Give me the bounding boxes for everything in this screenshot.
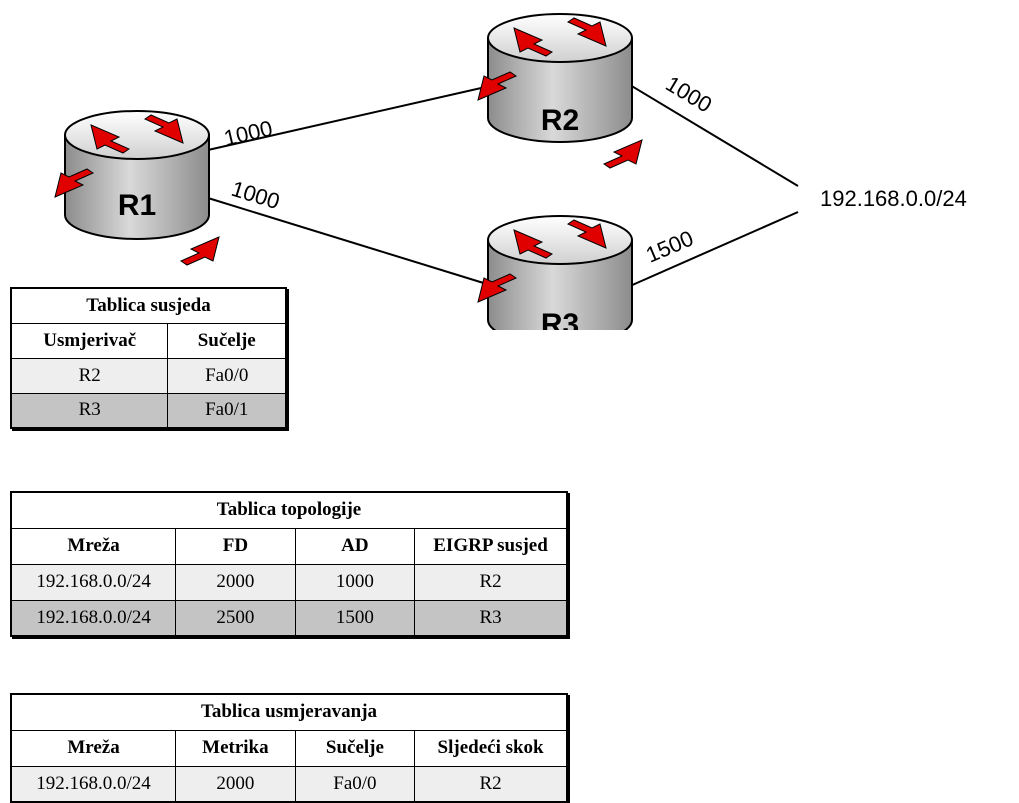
table-row: 192.168.0.0/24 2500 1500 R3 <box>10 599 568 637</box>
topology-cell: 1500 <box>294 599 416 637</box>
link-r3-network <box>629 211 799 287</box>
neighbor-table-title: Tablica susjeda <box>10 287 287 324</box>
router-r3: R3 <box>477 215 643 330</box>
network-diagram: R1 R2 R3 1000 1000 1000 1500 192.168.0.0… <box>54 13 967 330</box>
link-r1-r3 <box>207 197 491 286</box>
link-cost-r1-r2: 1000 <box>222 116 275 151</box>
neighbor-cell: Fa0/0 <box>167 357 287 394</box>
table-row: R2 Fa0/0 <box>10 357 287 394</box>
link-cost-r2-network: 1000 <box>661 71 716 118</box>
router-r2-label: R2 <box>541 104 579 137</box>
neighbor-table: Tablica susjeda Usmjerivač Sučelje R2 Fa… <box>10 287 287 429</box>
routing-cell: 192.168.0.0/24 <box>10 765 177 803</box>
link-r2-network <box>629 84 799 187</box>
routing-header-network: Mreža <box>10 729 177 767</box>
table-row: 192.168.0.0/24 2000 Fa0/0 R2 <box>10 765 568 803</box>
table-row: 192.168.0.0/24 2000 1000 R2 <box>10 563 568 601</box>
table-row: R3 Fa0/1 <box>10 392 287 429</box>
topology-cell: R2 <box>414 563 568 601</box>
link-cost-r3-network: 1500 <box>642 225 697 267</box>
topology-cell: 192.168.0.0/24 <box>10 599 177 637</box>
topology-cell: 1000 <box>294 563 416 601</box>
neighbor-header-interface: Sučelje <box>167 322 287 359</box>
router-r1-label: R1 <box>118 189 156 222</box>
routing-cell: Fa0/0 <box>294 765 416 803</box>
routing-cell: 2000 <box>175 765 296 803</box>
neighbor-header-router: Usmjerivač <box>10 322 169 359</box>
router-r1: R1 <box>54 110 220 266</box>
router-r3-label: R3 <box>541 308 579 330</box>
topology-header-ad: AD <box>294 527 416 565</box>
routing-header-metric: Metrika <box>175 729 296 767</box>
router-r2: R2 <box>477 13 643 169</box>
topology-header-fd: FD <box>175 527 296 565</box>
neighbor-cell: Fa0/1 <box>167 392 287 429</box>
routing-header-next-hop: Sljedeći skok <box>414 729 568 767</box>
topology-header-network: Mreža <box>10 527 177 565</box>
routing-table: Tablica usmjeravanja Mreža Metrika Sučel… <box>10 693 568 803</box>
topology-cell: 2500 <box>175 599 296 637</box>
neighbor-cell: R3 <box>10 392 169 429</box>
topology-cell: R3 <box>414 599 568 637</box>
neighbor-cell: R2 <box>10 357 169 394</box>
routing-header-interface: Sučelje <box>294 729 416 767</box>
topology-cell: 192.168.0.0/24 <box>10 563 177 601</box>
topology-header-neighbor: EIGRP susjed <box>414 527 568 565</box>
routing-cell: R2 <box>414 765 568 803</box>
link-cost-r1-r3: 1000 <box>229 176 283 214</box>
link-r1-r2 <box>207 85 491 151</box>
topology-table: Tablica topologije Mreža FD AD EIGRP sus… <box>10 491 568 637</box>
destination-network-label: 192.168.0.0/24 <box>820 186 967 211</box>
topology-table-title: Tablica topologije <box>10 491 568 529</box>
topology-cell: 2000 <box>175 563 296 601</box>
routing-table-title: Tablica usmjeravanja <box>10 693 568 731</box>
